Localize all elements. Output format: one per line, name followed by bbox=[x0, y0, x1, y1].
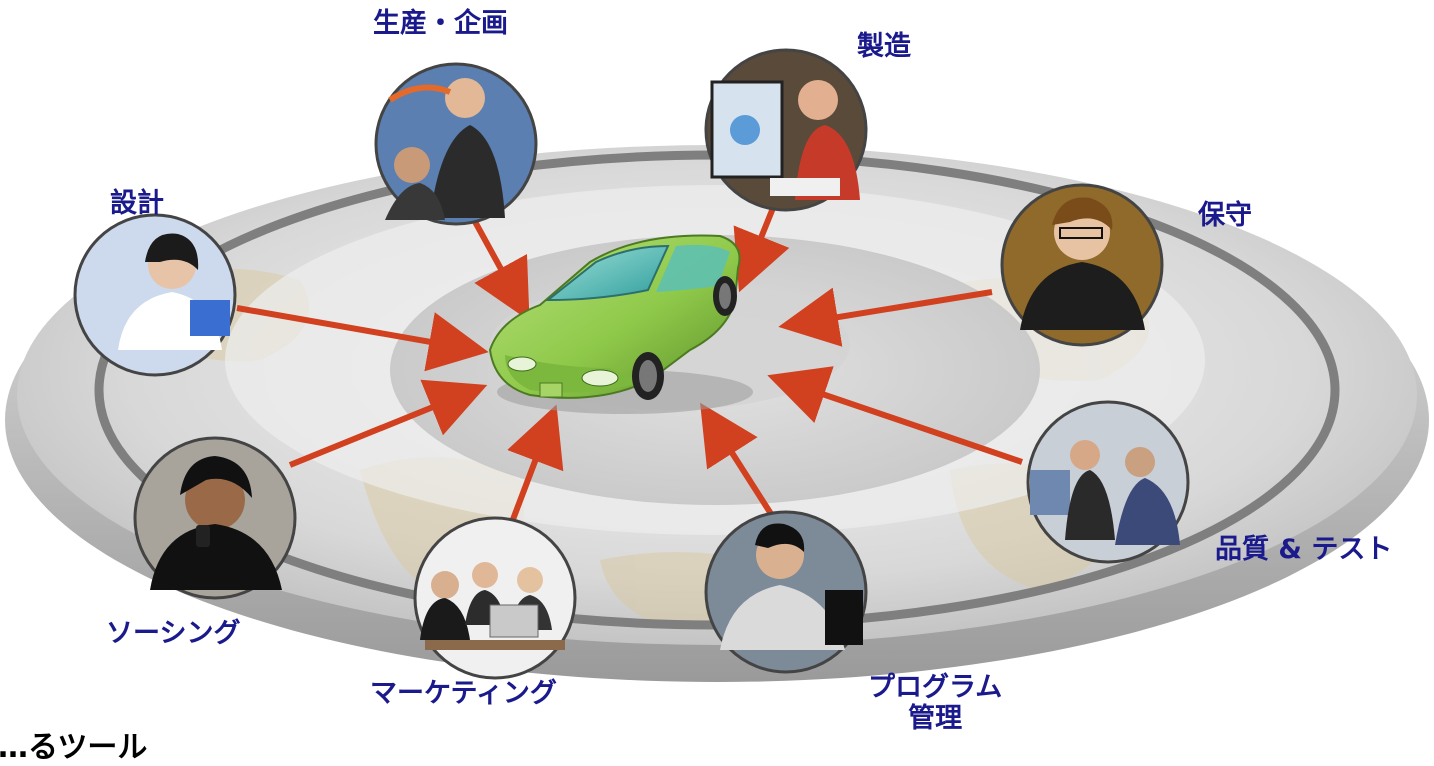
label-program: プログラム 管理 bbox=[868, 672, 1003, 735]
photo-nodes bbox=[73, 48, 1190, 680]
arrow-from-maintenance bbox=[778, 287, 993, 347]
footer-text: …るツール bbox=[0, 730, 148, 765]
sourcing-phone-photo bbox=[133, 436, 297, 600]
arrow-from-quality bbox=[767, 366, 1023, 465]
label-sourcing: ソーシング bbox=[106, 618, 241, 649]
arrows bbox=[236, 206, 1023, 524]
label-quality: 品質 & テスト bbox=[1215, 534, 1393, 565]
planning-meeting-photo bbox=[374, 62, 538, 226]
arrow-from-planning bbox=[470, 216, 530, 322]
quality-test-team-photo bbox=[1026, 400, 1190, 564]
label-planning: 生産・企画 bbox=[373, 8, 508, 39]
label-maintenance: 保守 bbox=[1198, 200, 1252, 231]
label-manufacturing: 製造 bbox=[857, 31, 911, 62]
label-marketing: マーケティング bbox=[370, 678, 557, 709]
program-manager-photo bbox=[704, 510, 868, 674]
engineer-computer-photo bbox=[704, 48, 868, 212]
arrow-from-design bbox=[236, 305, 489, 372]
maintenance-worker-photo bbox=[1000, 183, 1164, 347]
arrow-from-program bbox=[700, 402, 776, 519]
marketing-meeting-photo bbox=[413, 516, 577, 680]
arrow-from-sourcing bbox=[288, 379, 488, 468]
collaboration-diagram bbox=[5, 48, 1429, 682]
green-car-icon bbox=[488, 234, 753, 414]
label-design: 設計 bbox=[110, 188, 164, 219]
arrow-from-marketing bbox=[507, 404, 564, 524]
arrow-from-manufacturing bbox=[733, 206, 790, 293]
designer-photo bbox=[73, 213, 237, 377]
